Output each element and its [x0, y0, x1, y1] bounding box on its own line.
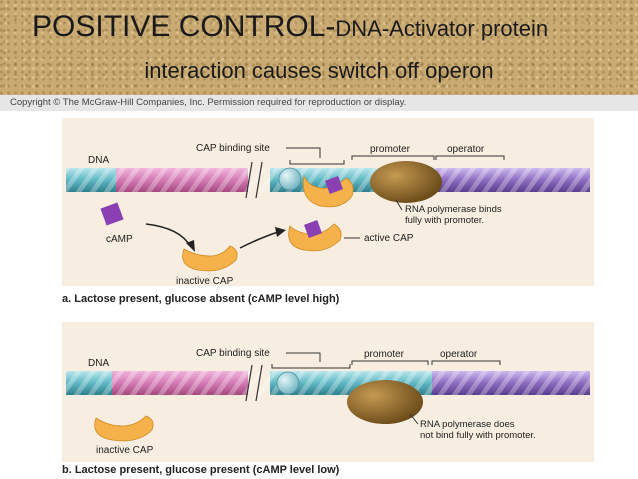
dna-label-b: DNA: [88, 358, 109, 369]
operator-bracket-b: [431, 360, 501, 365]
slide-subtitle: interaction causes switch off operon: [144, 58, 494, 83]
promoter-label-b: promoter: [364, 349, 405, 360]
inactive-cap-label-b: inactive CAP: [96, 445, 154, 456]
arrow-to-active-cap: [239, 231, 279, 249]
active-cap-camp-a: [304, 220, 322, 238]
rna-polymerase-a: [370, 161, 442, 203]
caption-a: a. Lactose present, glucose absent (cAMP…: [62, 293, 340, 305]
cap-site-ball-a: [278, 167, 302, 191]
title-main: POSITIVE CONTROL-: [32, 10, 336, 43]
camp-molecule-a: [100, 202, 124, 226]
rna-polymerase-b: [347, 380, 423, 424]
slide-header: POSITIVE CONTROL-DNA-Activator protein i…: [0, 0, 638, 95]
cap-site-leader-b: [286, 352, 321, 362]
promoter-bracket-b: [351, 360, 429, 365]
operator-bracket-a: [435, 155, 505, 160]
active-cap-a: [288, 223, 342, 252]
promoter-bracket-a: [351, 155, 435, 160]
copyright-notice: Copyright © The McGraw-Hill Companies, I…: [0, 95, 638, 111]
inactive-cap-label-a: inactive CAP: [176, 276, 234, 287]
active-cap-label-a: active CAP: [364, 233, 414, 244]
slide-title: POSITIVE CONTROL-DNA-Activator protein: [32, 10, 632, 44]
caption-b: b. Lactose present, glucose present (cAM…: [62, 464, 340, 476]
cap-site-leader-a: [286, 147, 321, 158]
cap-site-bracket-b: [271, 364, 351, 369]
operator-label-b: operator: [440, 349, 478, 360]
arrow-camp-to-cap-head: [186, 240, 195, 252]
cap-binding-site-label-b: CAP binding site: [196, 348, 270, 359]
operator-label-a: operator: [447, 144, 485, 155]
panel-b-dna: [66, 364, 590, 402]
rnap-leader-b: [409, 413, 419, 425]
rnap-text-b1: RNA polymerase does: [420, 419, 515, 430]
rnap-text-a2: fully with promoter.: [405, 215, 484, 226]
rnap-text-b2: not bind fully with promoter.: [420, 430, 536, 441]
title-rest: DNA-Activator protein: [335, 16, 549, 41]
cap-site-bracket-a: [289, 160, 345, 165]
rnap-leader-a: [395, 199, 403, 211]
arrow-camp-to-cap: [145, 223, 191, 247]
promoter-label-a: promoter: [370, 144, 411, 155]
dna-label-a: DNA: [88, 155, 109, 166]
inactive-cap-a: [182, 245, 238, 272]
rnap-text-a1: RNA polymerase binds: [405, 204, 502, 215]
arrow-to-active-cap-head: [275, 227, 286, 237]
cap-binding-site-label-a: CAP binding site: [196, 143, 270, 154]
cap-site-ball-b: [276, 371, 300, 395]
inactive-cap-b: [94, 415, 154, 442]
bound-camp-a: [325, 176, 343, 194]
camp-label-a: cAMP: [106, 234, 133, 245]
